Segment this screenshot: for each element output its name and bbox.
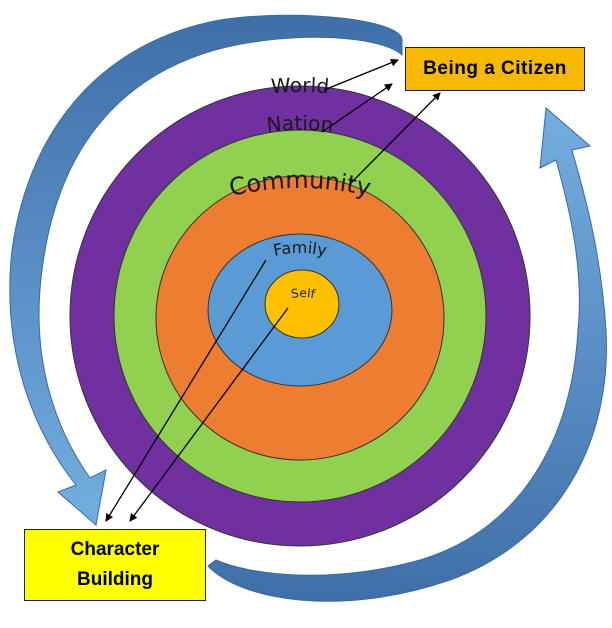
arrow-nation-to-citizen xyxy=(321,83,393,133)
character-building-box: Character Building xyxy=(24,529,206,601)
character-building-line1: Character xyxy=(70,539,160,560)
being-a-citizen-box: Being a Citizen xyxy=(405,47,585,91)
curved-arrow-left xyxy=(9,14,403,526)
ring-self xyxy=(264,269,340,339)
character-building-line2: Building xyxy=(77,569,153,590)
curved-arrow-right xyxy=(207,106,607,602)
label-self: Self xyxy=(290,286,317,301)
label-world: World xyxy=(270,73,330,98)
arrow-world-to-citizen xyxy=(323,58,399,91)
arrow-family-to-character xyxy=(105,259,267,522)
being-a-citizen-label: Being a Citizen xyxy=(423,58,567,79)
arrow-self-to-character xyxy=(129,307,289,522)
label-family: Family xyxy=(272,238,329,260)
arrow-community-to-citizen xyxy=(349,92,441,185)
label-nation: Nation xyxy=(266,111,335,137)
